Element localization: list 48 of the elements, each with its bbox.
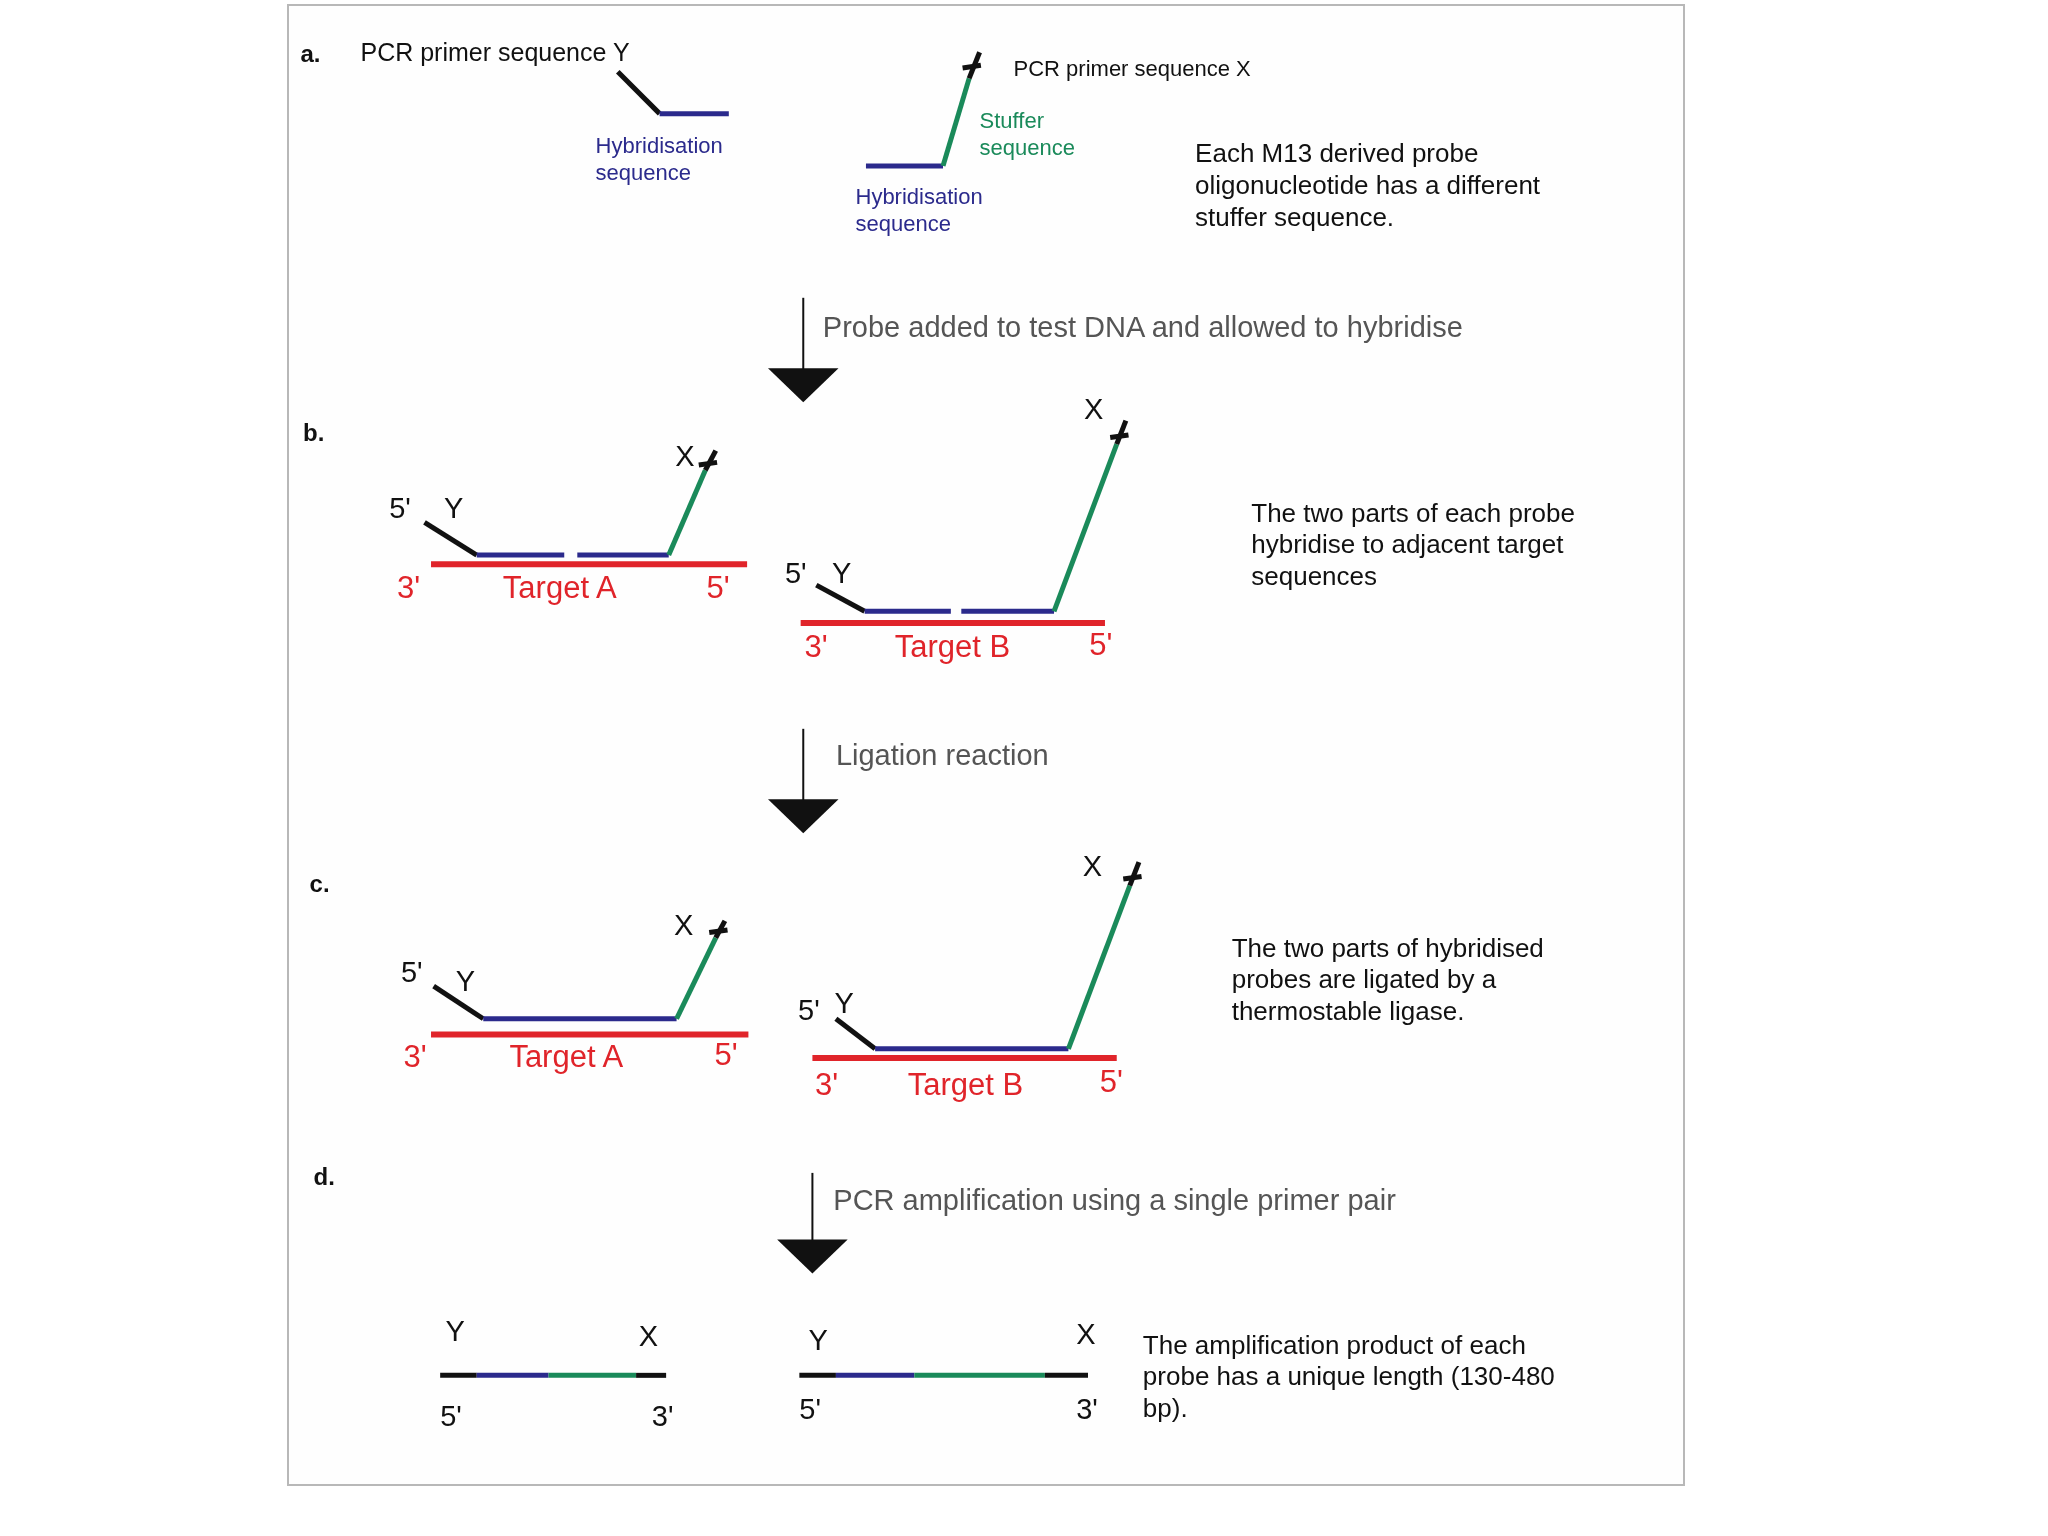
description-text: Each M13 derived probe oligonucleotide has a different stuffer sequence. — [1195, 138, 1542, 234]
primer-label: Y — [834, 986, 854, 1022]
end-label: 5' — [798, 992, 820, 1028]
end-label: 5' — [706, 569, 730, 608]
end-label: 3' — [815, 1065, 839, 1104]
end-label: 3' — [804, 628, 828, 667]
step-label: Ligation reaction — [835, 737, 1049, 773]
description-text: The two parts of hybridised probes are ligated by a thermostable ligase. — [1231, 932, 1545, 1028]
end-label: 5' — [440, 1398, 462, 1434]
primer-label: X — [673, 907, 694, 943]
panel-letter: d. — [313, 1162, 335, 1192]
end-label: 5' — [799, 1392, 821, 1428]
description-text: The amplification product of each probe has a unique length (130-480 bp). — [1142, 1329, 1556, 1425]
end-label: 5' — [1089, 625, 1113, 664]
target-label: Target A — [502, 569, 617, 608]
end-label: 3' — [397, 569, 421, 608]
end-label: 3' — [1076, 1392, 1098, 1428]
sequence-label: Hybridisation sequence — [595, 133, 724, 187]
primer-label: PCR primer sequence Y — [360, 36, 630, 68]
end-label: 5' — [1099, 1063, 1123, 1101]
primer-label: Y — [808, 1323, 828, 1359]
target-label: Target A — [509, 1038, 624, 1077]
end-label: 3' — [403, 1038, 427, 1077]
primer-label: X — [675, 438, 695, 474]
target-label: Target B — [894, 628, 1011, 667]
end-label: 5' — [389, 491, 411, 527]
panel-letter: a. — [300, 39, 321, 69]
sequence-label: Hybridisation sequence — [855, 184, 984, 238]
end-label: 5' — [400, 954, 423, 990]
end-label: 3' — [651, 1398, 674, 1434]
target-label: Target B — [907, 1065, 1024, 1104]
primer-label: Y — [444, 491, 464, 527]
panel-letter: b. — [303, 417, 325, 448]
end-label: 5' — [784, 556, 807, 592]
step-label: PCR amplification using a single primer pair — [833, 1183, 1396, 1219]
primer-label: X — [638, 1319, 659, 1355]
primer-label: Y — [445, 1313, 465, 1349]
step-label: Probe added to test DNA and allowed to hybridise — [822, 309, 1463, 345]
primer-label: PCR primer sequence X — [1013, 56, 1251, 83]
primer-label: X — [1076, 1316, 1096, 1352]
end-label: 5' — [714, 1035, 738, 1074]
primer-label: Y — [832, 556, 852, 592]
primer-label: X — [1082, 848, 1103, 884]
primer-label: Y — [455, 963, 476, 999]
description-text: The two parts of each probe hybridise to adjacent target sequences — [1251, 497, 1576, 593]
primer-label: X — [1084, 391, 1104, 427]
panel-letter: c. — [309, 868, 330, 898]
sequence-label: Stuffer sequence — [979, 108, 1076, 163]
